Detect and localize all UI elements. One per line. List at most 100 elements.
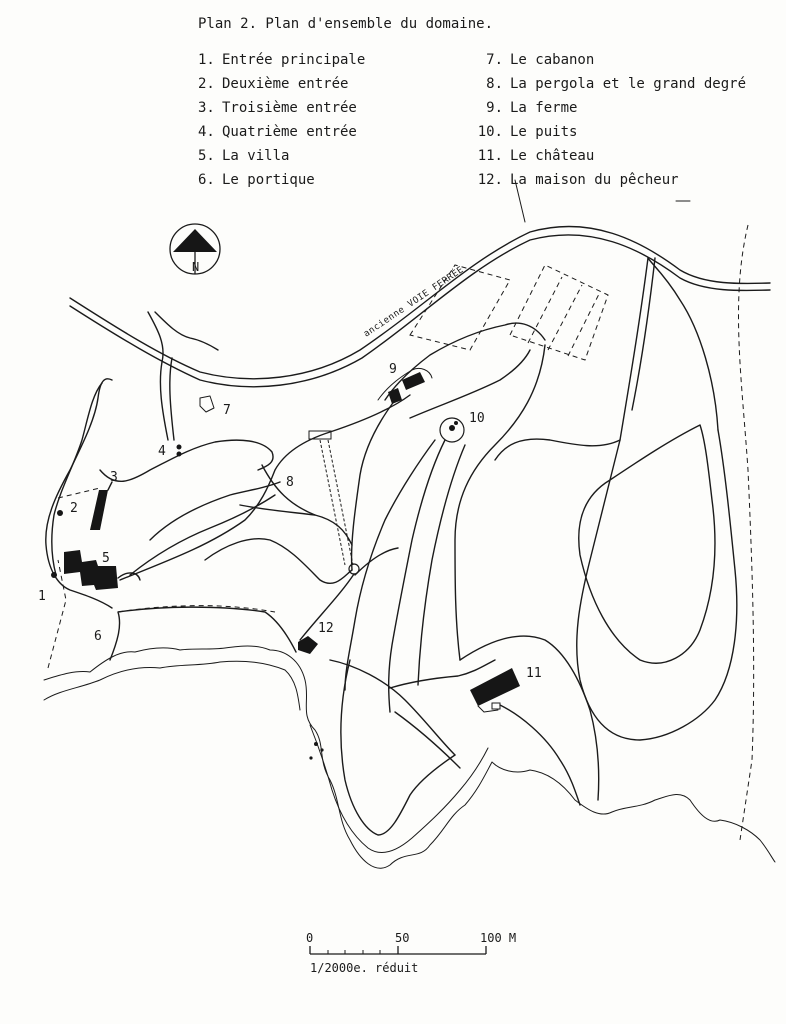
legend-label: Le portique (222, 172, 315, 188)
legend-number: 1. (198, 52, 215, 68)
plan-title: Plan 2. Plan d'ensemble du domaine. (198, 16, 494, 32)
castle-grounds (499, 704, 581, 806)
legend-item: 11. Le château (472, 144, 746, 168)
road (169, 357, 175, 441)
woodland-path (344, 439, 436, 691)
building-third-entrance (90, 490, 108, 530)
legend-label: Le cabanon (510, 52, 595, 68)
legend-item: 12. La maison du pêcheur (472, 168, 746, 192)
building-villa (64, 550, 118, 590)
woodland-edge (384, 322, 546, 401)
map-marker: 7 (223, 403, 231, 418)
garden-path (149, 481, 281, 541)
legend-number: 2. (198, 76, 215, 92)
building-farm (377, 367, 433, 404)
woodland-path (329, 659, 456, 756)
legend-item: 9. La ferme (472, 96, 746, 120)
villa-terrace (117, 572, 141, 581)
legend-number: 9. (486, 100, 503, 116)
legend-item: 6. Le portique (198, 168, 365, 192)
scale-tick-label: 100 M (480, 931, 516, 945)
legend-label: La maison du pêcheur (510, 172, 679, 188)
meadow-edge (647, 257, 719, 431)
map-marker: 5 (102, 551, 110, 566)
woodland-path (354, 547, 399, 576)
map-marker: 2 (70, 501, 78, 516)
meadow-path (494, 438, 621, 461)
coastline (43, 645, 776, 869)
scale-bar: 0 50 100 M 1/2000e. réduit (306, 931, 516, 975)
garden-path (204, 538, 353, 585)
garden-path (99, 439, 274, 482)
portico-colonnade (117, 605, 276, 613)
legend-number: 7. (486, 52, 503, 68)
garden-plot (567, 291, 601, 357)
garden-plot (509, 264, 609, 361)
scale-tick-label: 0 (306, 931, 313, 945)
scale-ratio: 1/2000e. réduit (310, 961, 418, 975)
legend-number: 12. (477, 172, 503, 188)
gate-posts (51, 444, 182, 578)
legend-number: 6. (198, 172, 215, 188)
legend-right-column: 7. Le cabanon 8. La pergola et le grand de… (472, 48, 746, 192)
building-cabanon (199, 395, 215, 413)
property-boundary (47, 559, 67, 669)
property-boundary (738, 224, 755, 841)
woodland-path (417, 444, 466, 686)
garden-path (350, 399, 396, 571)
garden-plot (527, 276, 563, 344)
map-marker: 3 (110, 470, 118, 485)
legend-item: 1. Entrée principale (198, 48, 365, 72)
legend-left-column: 1.Entrée principale 2.Deuxième entrée 3.… (198, 48, 365, 192)
legend-number: 11. (477, 148, 503, 164)
garden-plot (409, 264, 511, 351)
coastline-inner (309, 724, 489, 853)
scale-tick-label: 50 (395, 931, 409, 945)
legend-number: 8. (486, 76, 503, 92)
meadow-edge (576, 257, 738, 741)
legend-item: 5.La villa (198, 144, 365, 168)
map-marker: 8 (286, 475, 294, 490)
entrance-gate (107, 481, 113, 491)
map-marker: 9 (389, 362, 397, 377)
legend-label: Entrée principale (222, 52, 366, 68)
legend-item: 7. Le cabanon (472, 48, 746, 72)
railway-label: ancienne VOIE FERRÉE (361, 263, 466, 339)
legend-item: 4. Quatrième entrée (198, 120, 365, 144)
coastline-rocks (43, 660, 301, 711)
legend-label: Troisième entrée (222, 100, 357, 116)
legend-number: 4. (198, 124, 215, 140)
map-marker: 12 (318, 621, 334, 636)
garden-path (261, 464, 316, 516)
legend-label: Quatrième entrée (222, 124, 357, 140)
legend-item: 2.Deuxième entrée (198, 72, 365, 96)
woodland-path (409, 349, 531, 419)
legend-label: La pergola et le grand degré (510, 76, 747, 92)
old-railway (69, 225, 771, 388)
castle-grounds (459, 635, 600, 801)
legend-label: La ferme (510, 100, 578, 116)
meadow-path (631, 257, 656, 411)
well (439, 417, 465, 443)
road (154, 311, 219, 351)
map-marker: 10 (469, 411, 485, 426)
map-marker: 11 (526, 666, 542, 681)
map-marker: 6 (94, 629, 102, 644)
legend-number: 10. (477, 124, 503, 140)
road (147, 311, 169, 441)
map-marker: 4 (158, 444, 166, 459)
garden-path (129, 494, 276, 576)
property-boundary (57, 487, 101, 499)
legend-label: Le château (510, 148, 595, 164)
legend-label: La villa (222, 148, 290, 164)
path-main-entrance (51, 382, 103, 576)
path-main-entrance (45, 378, 113, 609)
coastal-rocks (309, 742, 324, 760)
north-arrow-icon: N (169, 223, 221, 275)
building-chateau (470, 668, 520, 713)
building-fisherman-house (298, 636, 318, 654)
legend-label: Le puits (510, 124, 578, 140)
woodland-path (387, 439, 446, 713)
